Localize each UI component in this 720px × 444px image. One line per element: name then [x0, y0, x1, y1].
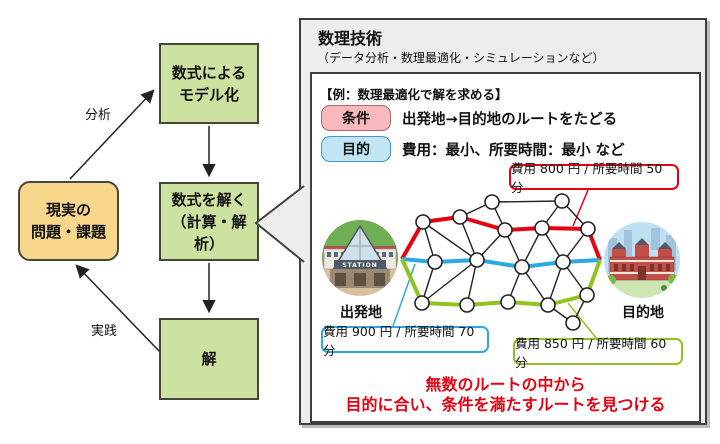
- flowchart-box-modeling: 数式による モデル化: [159, 43, 259, 124]
- conclusion-line-2: 目的に合い、条件を満たすルートを見つける: [345, 395, 666, 414]
- arrow-practice: [75, 264, 161, 353]
- box-label-line: （計算・解析）: [171, 212, 247, 253]
- condition-badge: 条件: [321, 105, 391, 131]
- arrow-label-practice: 実践: [90, 324, 117, 339]
- conclusion-line-1: 無数のルートの中から: [425, 375, 586, 394]
- green-route-callout-line: [567, 302, 598, 340]
- green-route-label: 費用 850 円 / 所要時間 60 分: [513, 336, 683, 370]
- network-nodes: [414, 193, 596, 331]
- arrow-label-analysis: 分析: [84, 108, 111, 123]
- blue-route-callout-line: [392, 263, 416, 327]
- box-label-line: モデル化: [178, 85, 239, 104]
- speech-bubble-pointer: [255, 185, 305, 263]
- box-label-line: 数式を解く: [171, 190, 247, 209]
- flowchart-box-solve: 数式を解く （計算・解析）: [159, 182, 259, 261]
- station-sign-text: STATION: [342, 262, 378, 269]
- box-label-line: 現実の: [45, 201, 91, 219]
- destination-building-illustration: [604, 222, 680, 298]
- origin-label: 出発地: [340, 305, 382, 321]
- flowchart-arrows: [69, 89, 216, 353]
- destination-label: 目的地: [622, 305, 664, 321]
- arrow-analysis: [69, 89, 155, 180]
- route-network-graph: [392, 189, 602, 340]
- box-label-line: 解: [201, 350, 217, 368]
- red-route-callout-line: [572, 189, 589, 227]
- box-label-line: 問題・課題: [30, 223, 106, 241]
- panel-title: 数理技術: [318, 29, 383, 48]
- example-heading: 【例：数理最適化で解を求める】: [320, 87, 508, 102]
- objective-badge: 目的: [321, 136, 391, 162]
- origin-station-illustration: STATION: [322, 220, 398, 296]
- box-label-line: 数式による: [171, 63, 247, 82]
- flowchart-box-solution: 解: [159, 318, 259, 400]
- panel-subtitle: （データ分析・数理最適化・シミュレーションなど）: [317, 51, 605, 65]
- flowchart-box-real-problem: 現実の 問題・課題: [18, 181, 119, 261]
- objective-text: 費用：最小、所要時間：最小 など: [402, 143, 625, 159]
- red-route-label: 費用 800 円 / 所要時間 50 分: [509, 161, 679, 195]
- condition-text: 出発地→目的地のルートをたどる: [402, 112, 618, 128]
- blue-route-label: 費用 900 円 / 所要時間 70 分: [321, 324, 489, 358]
